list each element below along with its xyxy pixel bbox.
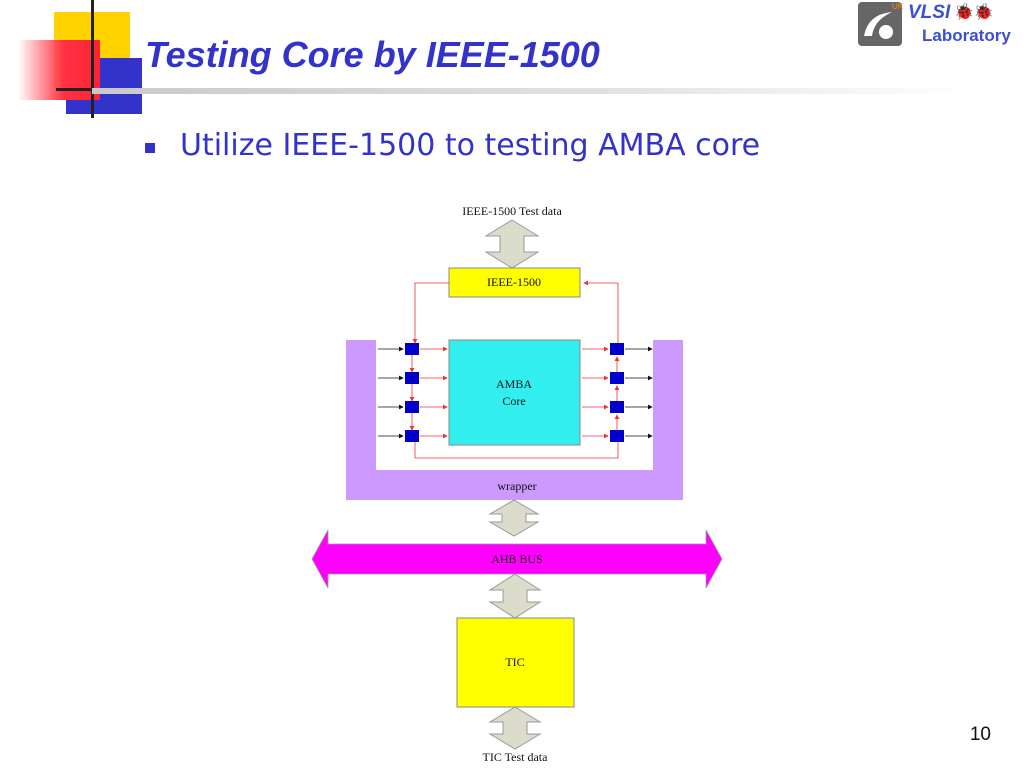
boundary-cell bbox=[610, 343, 624, 355]
tic-data-double-arrow bbox=[488, 706, 542, 750]
tic-label: TIC bbox=[505, 655, 524, 669]
ieee-1500-block bbox=[448, 267, 581, 298]
boundary-cell bbox=[610, 430, 624, 442]
scan-chain-bottom-line bbox=[414, 442, 619, 459]
ieee-1500-label: IEEE-1500 bbox=[487, 275, 541, 289]
ahb-bus bbox=[311, 529, 723, 589]
lab-logo: UK VLSI 🐞🐞 Laboratory bbox=[856, 0, 1024, 50]
logo-mark: UK bbox=[892, 2, 904, 11]
amba-core-label-line2: Core bbox=[502, 394, 525, 408]
page-number: 10 bbox=[969, 724, 991, 745]
bullet-square-icon bbox=[145, 142, 155, 153]
tic-test-data-label: TIC Test data bbox=[483, 750, 549, 764]
logo-name-top: VLSI bbox=[908, 2, 951, 23]
boundary-cell bbox=[405, 401, 419, 413]
bullet-text: Utilize IEEE-1500 to testing AMBA core bbox=[180, 128, 761, 163]
ieee-control-line-left bbox=[412, 282, 449, 344]
wrapper-bus-double-arrow bbox=[488, 499, 540, 537]
ahb-bus-label: AHB BUS bbox=[491, 552, 543, 566]
amba-core-block bbox=[448, 339, 581, 446]
bus-tic-double-arrow bbox=[488, 573, 542, 619]
logo-name-bottom: Laboratory bbox=[922, 26, 1011, 45]
logo-emblem-icon bbox=[858, 2, 902, 46]
ieee-data-double-arrow bbox=[484, 219, 540, 269]
amba-core-label-line1: AMBA bbox=[496, 377, 532, 391]
bullet-item: Utilize IEEE-1500 to testing AMBA core bbox=[145, 128, 760, 163]
boundary-cell bbox=[610, 372, 624, 384]
right-boundary-cells bbox=[582, 343, 653, 442]
decor-vertical-line bbox=[91, 0, 94, 118]
boundary-cell bbox=[610, 401, 624, 413]
logo-bug-icon: 🐞🐞 bbox=[954, 4, 994, 21]
boundary-cell bbox=[405, 372, 419, 384]
wrapper-block bbox=[346, 340, 683, 500]
tic-block bbox=[456, 617, 575, 708]
title-underline bbox=[92, 88, 972, 94]
wrapper-label: wrapper bbox=[497, 479, 536, 493]
ieee-test-data-label: IEEE-1500 Test data bbox=[462, 204, 562, 218]
boundary-cell bbox=[405, 430, 419, 442]
slide-title: Testing Core by IEEE-1500 bbox=[145, 34, 600, 75]
left-boundary-cells bbox=[378, 343, 448, 442]
ieee-control-line-right bbox=[583, 280, 619, 343]
boundary-cell bbox=[405, 343, 419, 355]
